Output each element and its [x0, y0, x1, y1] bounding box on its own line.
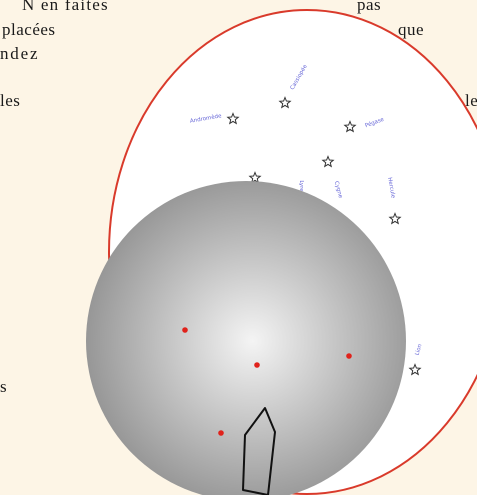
text-fragment-ndez: ndez: [0, 44, 40, 63]
star-icon: [248, 171, 262, 184]
text-fragment-s: s: [0, 377, 8, 396]
star-icon: [278, 96, 292, 109]
text-fragment-pas: pas: [357, 0, 382, 14]
tower-outline: [242, 407, 276, 495]
text-fragment-placees: placées: [2, 20, 56, 39]
star-icon: [321, 155, 335, 168]
red-point: [182, 327, 188, 333]
red-points-layer: [182, 327, 352, 436]
star-icon: [226, 112, 240, 125]
red-point: [218, 430, 224, 436]
star-label: Cygne: [333, 181, 343, 200]
star-label: Lion: [415, 343, 424, 356]
text-fragment-faites: N en faites: [22, 0, 109, 14]
star-icon: [343, 120, 357, 133]
text-fragment-le: le: [465, 91, 477, 110]
text-fragment-que: que: [398, 20, 425, 39]
red-point: [254, 362, 260, 368]
star-icon: [388, 212, 402, 225]
star-label: Lyre: [298, 180, 304, 192]
star-icon: [408, 363, 422, 376]
red-point: [346, 353, 352, 359]
text-fragment-les: les: [0, 91, 21, 110]
star-label: Hercule: [386, 177, 396, 199]
earth-sphere: [86, 181, 406, 495]
